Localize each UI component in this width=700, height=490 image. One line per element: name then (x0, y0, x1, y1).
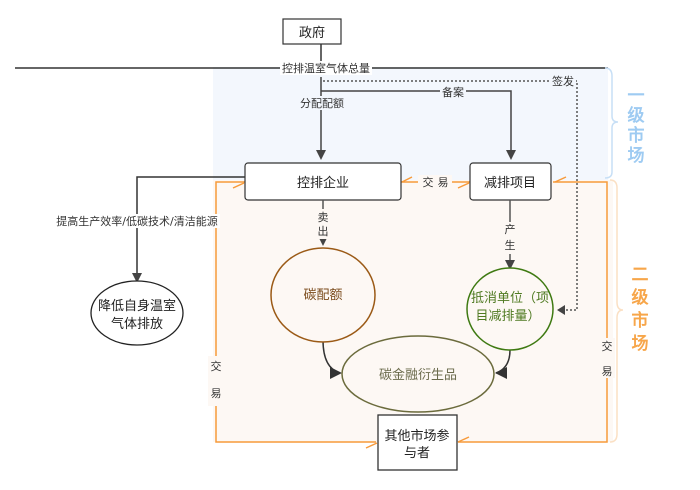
carbon-derivatives-label: 碳金融衍生品 (379, 367, 457, 383)
sell-label-2: 出 (318, 224, 329, 238)
carbon-allowance-label: 碳配额 (303, 288, 342, 303)
controlled-enterprise-label: 控排企业 (297, 175, 349, 191)
primary-market-brace (604, 67, 619, 179)
other-participants-node[interactable]: 其他市场参 与者 (377, 414, 458, 471)
filing-arrow (321, 90, 516, 160)
secondary-market-label: 二 级 市 场 (632, 265, 649, 354)
svg-text:场: 场 (632, 334, 649, 354)
reduction-project-node[interactable]: 减排项目 (469, 162, 552, 201)
issue-arrow (323, 80, 578, 311)
other-participants-label-1: 其他市场参 (384, 428, 449, 444)
reduce-emissions-node[interactable]: 降低自身温室 气体排放 (90, 280, 184, 346)
trade-mid-label-1: 交 (423, 175, 434, 189)
allocate-quota-label: 分配配额 (300, 97, 344, 110)
offset-unit-node[interactable]: 抵消单位（项 目减排量） (466, 267, 554, 351)
trade-right-label-1: 交 (602, 339, 613, 353)
secondary-market-brace (609, 179, 624, 443)
carbon-allowance-node[interactable]: 碳配额 (270, 247, 376, 343)
trade-mid-label-2: 易 (438, 176, 449, 189)
issue-label: 签发 (552, 74, 574, 88)
primary-market-label: 一 级 市 场 (628, 86, 645, 166)
government-label: 政府 (299, 26, 325, 41)
total-cap-label: 控排温室气体总量 (282, 61, 370, 75)
trade-left-label-1: 交 (211, 359, 222, 373)
produce-label-2: 生 (505, 238, 516, 252)
svg-text:一: 一 (628, 86, 645, 106)
svg-text:级: 级 (628, 105, 645, 126)
trade-loop-line (215, 181, 376, 443)
filing-label: 备案 (442, 85, 464, 99)
reduce-emissions-label-1: 降低自身温室 (98, 298, 176, 314)
carbon-derivatives-node[interactable]: 碳金融衍生品 (341, 335, 495, 413)
primary-market-region (213, 67, 608, 180)
svg-text:级: 级 (632, 287, 649, 308)
svg-text:场: 场 (628, 146, 645, 166)
offset-unit-label-2: 目减排量） (475, 309, 540, 324)
trade-right-label-2: 易 (602, 365, 613, 378)
sell-label-1: 卖 (318, 211, 329, 224)
reduction-project-label: 减排项目 (484, 176, 536, 191)
government-node[interactable]: 政府 (282, 18, 342, 45)
other-participants-label-2: 与者 (404, 446, 430, 461)
svg-text:二: 二 (632, 265, 649, 285)
offset-unit-label-1: 抵消单位（项 (471, 291, 549, 306)
trade-loop-line-right (458, 181, 608, 443)
reduce-emissions-label-2: 气体排放 (111, 316, 163, 332)
measures-label: 提高生产效率/低碳技术/清洁能源 (56, 214, 217, 228)
produce-label-1: 产 (505, 222, 516, 236)
trade-left-label-2: 易 (211, 387, 222, 400)
measures-arrow (132, 176, 245, 283)
controlled-enterprise-node[interactable]: 控排企业 (244, 162, 402, 201)
svg-text:市: 市 (632, 310, 649, 331)
svg-text:市: 市 (628, 125, 645, 146)
